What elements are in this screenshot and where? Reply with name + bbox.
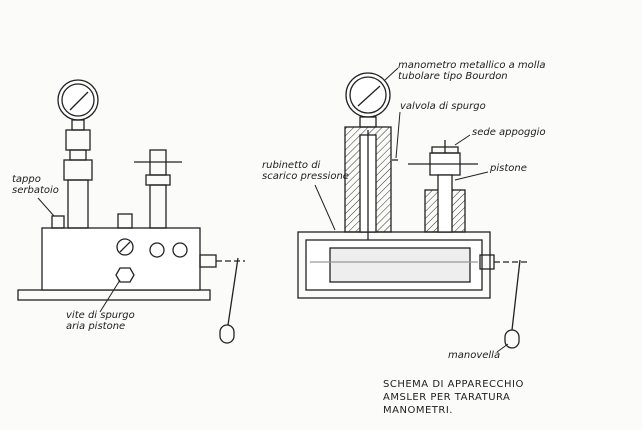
label-line: vite di spurgo (66, 310, 135, 321)
label-manovella: manovella (448, 350, 501, 361)
label-sede: sede appoggio (472, 127, 546, 138)
label-rubinetto: rubinetto di scarico pressione (262, 160, 349, 182)
tappo-serbatoio (51, 215, 65, 229)
label-pistone: pistone (490, 163, 527, 174)
left-gauge (57, 79, 99, 121)
caption-line: AMSLER PER TARATURA (383, 392, 511, 403)
label-line: manometro metallico a molla (398, 60, 546, 71)
right-apparatus-section (297, 72, 530, 349)
left-base (17, 289, 211, 301)
label-line: tubolare tipo Bourdon (398, 71, 508, 82)
manovella-handle (504, 329, 520, 349)
caption-line: SCHEMA DI APPARECCHIO (383, 379, 524, 390)
vite-spurgo (116, 238, 134, 256)
right-gauge (345, 72, 391, 118)
label-manometro: manometro metallico a molla tubolare tip… (398, 60, 545, 82)
left-apparatus-exterior (17, 79, 245, 344)
label-line: aria pistone (66, 321, 126, 332)
label-line: scarico pressione (262, 171, 349, 182)
label-line: rubinetto di (262, 160, 321, 171)
label-tappo: tappo serbatoio (12, 174, 59, 196)
caption: SCHEMA DI APPARECCHIO AMSLER PER TARATUR… (383, 378, 524, 417)
caption-line: MANOMETRI. (383, 405, 453, 416)
leader-lines (37, 67, 509, 353)
right-body (297, 231, 491, 299)
left-body (41, 227, 201, 291)
label-vite: vite di spurgo aria pistone (66, 310, 135, 332)
label-line: serbatoio (12, 185, 59, 196)
label-line: tappo (12, 174, 41, 185)
left-crank-handle (219, 324, 235, 344)
label-valvola: valvola di spurgo (400, 101, 486, 112)
